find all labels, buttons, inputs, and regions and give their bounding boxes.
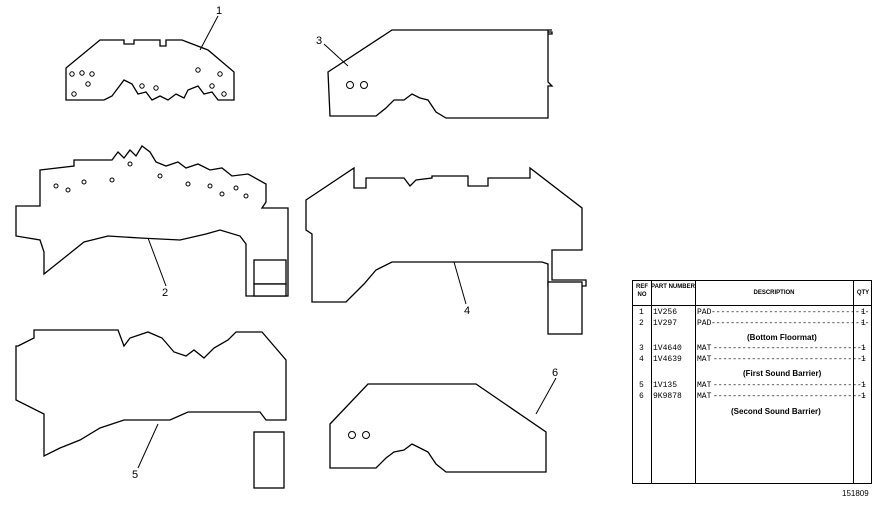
part-cell: 1V135	[653, 381, 678, 390]
header-ref-no: REF NO	[636, 284, 648, 298]
desc-cell: MAT	[697, 355, 712, 364]
part-cell: 1V297	[653, 319, 678, 328]
column-divider	[853, 281, 854, 483]
desc-cell: PAD	[697, 319, 712, 328]
qty-cell: 1	[861, 381, 866, 390]
part-cell: 1V4640	[653, 344, 682, 353]
column-divider	[695, 281, 696, 483]
callout-3: 3	[316, 35, 322, 47]
parts-list-table: REF NO PART NUMBER DESCRIPTION QTY 1 1V2…	[632, 280, 872, 484]
note-second-sound-barrier: (Second Sound Barrier)	[731, 407, 821, 416]
callout-6-leader	[535, 377, 557, 415]
desc-cell: PAD	[697, 308, 712, 317]
callout-3-leader	[323, 43, 349, 67]
callout-4: 4	[464, 305, 470, 317]
callout-6: 6	[552, 367, 558, 379]
ref-cell: 5	[639, 381, 644, 390]
column-divider	[651, 281, 652, 483]
part-cell: 9K9878	[653, 392, 682, 401]
ref-cell: 3	[639, 344, 644, 353]
table-row: 4 1V4639 MAT ---------------------------…	[639, 355, 867, 364]
ref-cell: 2	[639, 319, 644, 328]
part-6-mat	[329, 383, 547, 473]
table-row: 5 1V135 MAT ----------------------------…	[639, 381, 867, 390]
ref-cell: 1	[639, 308, 644, 317]
ref-cell: 4	[639, 355, 644, 364]
desc-cell: MAT	[697, 392, 712, 401]
part-cell: 1V256	[653, 308, 678, 317]
part-3-pad	[327, 29, 554, 119]
callout-2-leader	[147, 237, 167, 287]
part-5-mat	[15, 329, 287, 489]
table-row: 3 1V4640 MAT ---------------------------…	[639, 344, 867, 353]
note-bottom-floormat: (Bottom Floormat)	[747, 333, 817, 342]
callout-1-leader	[199, 15, 219, 51]
header-description: DESCRIPTION	[753, 290, 795, 296]
callout-2: 2	[162, 287, 168, 299]
note-first-sound-barrier: (First Sound Barrier)	[743, 369, 822, 378]
ref-cell: 6	[639, 392, 644, 401]
qty-cell: 1	[861, 319, 866, 328]
table-row: 2 1V297 PAD ----------------------------…	[639, 319, 870, 328]
qty-cell: 1	[861, 344, 866, 353]
qty-cell: 1	[861, 308, 866, 317]
callout-5: 5	[132, 469, 138, 481]
table-row: 6 9K9878 MAT ---------------------------…	[639, 392, 867, 401]
part-cell: 1V4639	[653, 355, 682, 364]
callout-5-leader	[137, 423, 159, 469]
part-2-pad	[15, 145, 289, 297]
table-row: 1 1V256 PAD ----------------------------…	[639, 308, 870, 317]
part-1-pad	[65, 39, 235, 101]
drawing-reference-code: 151809	[842, 489, 869, 498]
table-header	[633, 281, 871, 306]
header-part-number: PART NUMBER	[651, 284, 695, 290]
callout-4-leader	[453, 261, 467, 305]
desc-cell: MAT	[697, 381, 712, 390]
callout-1: 1	[216, 5, 222, 17]
part-4-mat	[305, 166, 587, 335]
header-qty: QTY	[856, 290, 870, 296]
qty-cell: 1	[861, 355, 866, 364]
qty-cell: 1	[861, 392, 866, 401]
desc-cell: MAT	[697, 344, 712, 353]
